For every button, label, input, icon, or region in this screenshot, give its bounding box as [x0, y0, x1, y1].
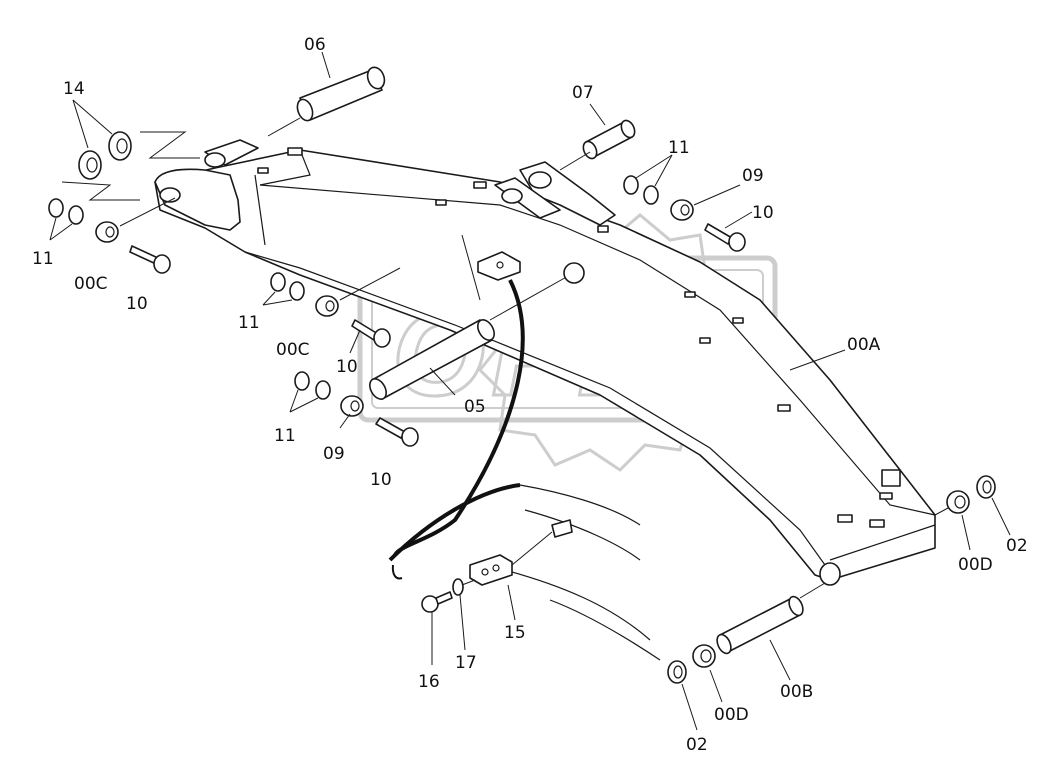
label-00d-right: 00D: [958, 555, 993, 575]
label-09-mid: 09: [323, 444, 345, 464]
label-00a: 00A: [847, 335, 881, 355]
tank-outline: [388, 483, 661, 661]
label-02-lower: 02: [686, 735, 708, 755]
label-09-right: 09: [742, 166, 764, 186]
bushing-00d-upper: [934, 490, 970, 516]
label-06: 06: [304, 35, 326, 55]
label-10-right: 10: [752, 203, 774, 223]
pin-00b: [716, 562, 841, 655]
label-11-left: 11: [32, 249, 54, 269]
fastener-stack-mid-lower: [294, 371, 419, 447]
label-02-right: 02: [1006, 536, 1028, 556]
label-14: 14: [63, 79, 85, 99]
fastener-stack-right: [623, 175, 746, 252]
bushing-00d-lower: [692, 644, 716, 668]
arm-cylinder-bracket: [494, 161, 616, 226]
hose-clamp-bracket: [477, 251, 521, 281]
label-07: 07: [572, 83, 594, 103]
label-11-right: 11: [668, 138, 690, 158]
boom-body: [154, 147, 936, 581]
fastener-stack-left: [48, 197, 176, 274]
washer-02-lower: [667, 660, 687, 684]
bolt-16-washer-17: [421, 578, 476, 613]
label-05: 05: [464, 397, 486, 417]
label-11-mid-lower: 11: [274, 426, 296, 446]
pin-05: [369, 262, 585, 400]
pin-06: [296, 66, 386, 122]
washer-14-pair: [61, 131, 200, 201]
label-00b: 00B: [780, 682, 813, 702]
label-10-mid-upper: 10: [336, 357, 358, 377]
label-10-mid-lower: 10: [370, 470, 392, 490]
label-11-mid-upper: 11: [238, 313, 260, 333]
label-15: 15: [504, 623, 526, 643]
label-00c-left: 00C: [74, 274, 108, 294]
label-17: 17: [455, 653, 477, 673]
washer-02-upper: [976, 475, 996, 499]
hydraulic-hose: [393, 279, 525, 557]
fastener-stack-mid-upper: [270, 267, 401, 348]
bracket-15: [469, 519, 573, 586]
label-00c-mid: 00C: [276, 340, 310, 360]
boom-foot-bracket: [154, 139, 259, 231]
label-00d-lower: 00D: [714, 705, 749, 725]
label-16: 16: [418, 672, 440, 692]
label-10-left: 10: [126, 294, 148, 314]
pin-07: [582, 119, 636, 160]
